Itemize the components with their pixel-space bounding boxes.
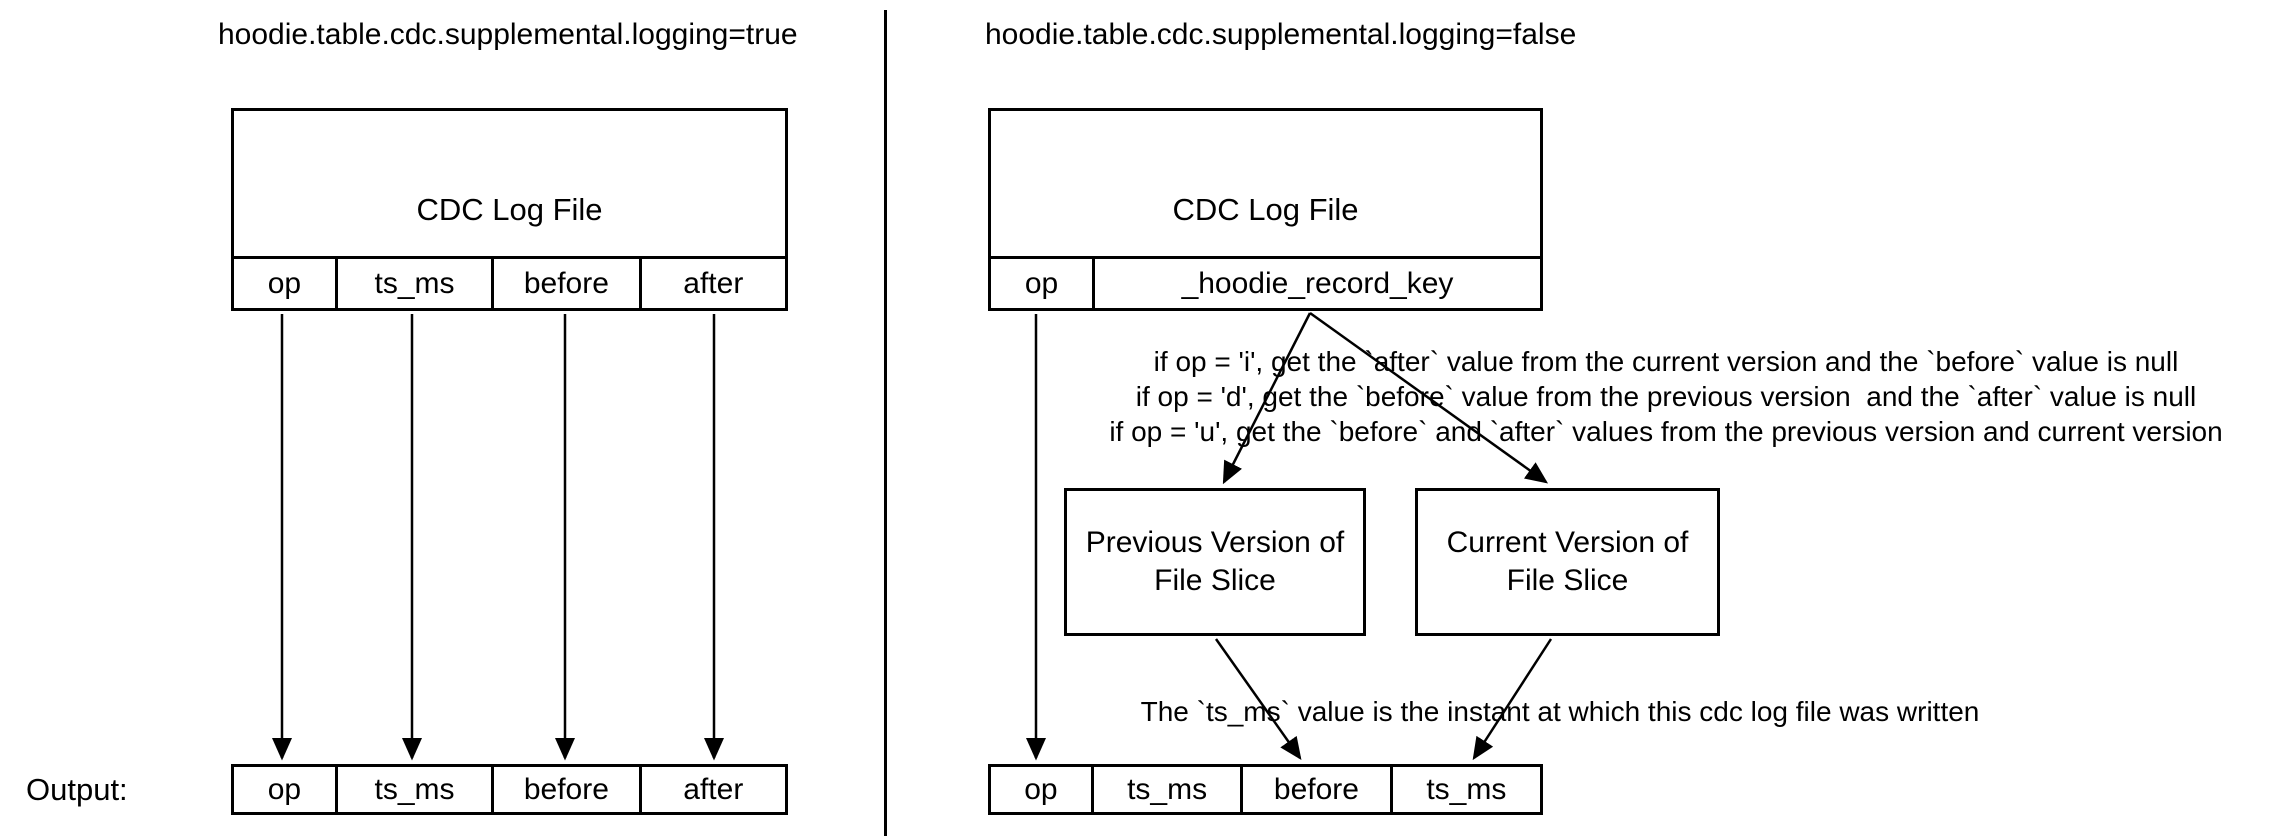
right-cdc-log-file-box: CDC Log File op _hoodie_record_key [988, 108, 1543, 311]
ts-ms-note-text: The `ts_ms` value is the instant at whic… [1140, 696, 1980, 727]
left-output-before: before [491, 767, 638, 812]
right-col-op: op [1024, 266, 1059, 300]
left-output-after: after [638, 767, 785, 812]
op-rules-text: if op = 'i', get the `after` value from … [1026, 344, 2278, 449]
left-output-ts-ms: ts_ms [334, 767, 491, 812]
previous-version-file-slice-box: Previous Version of File Slice [1064, 488, 1366, 636]
right-cdc-log-file-title: CDC Log File [991, 111, 1540, 259]
right-output-op: op [1024, 772, 1058, 806]
op-rule-delete: if op = 'd', get the `before` value from… [1135, 381, 2197, 412]
left-col-before: before [491, 259, 638, 308]
op-rule-insert: if op = 'i', get the `after` value from … [1153, 346, 2179, 377]
right-output-before: before [1240, 767, 1389, 812]
left-output-row: op ts_ms before after [231, 764, 788, 815]
right-config-title: hoodie.table.cdc.supplemental.logging=fa… [985, 18, 1577, 51]
right-output-ts-ms-2: ts_ms [1389, 767, 1540, 812]
right-col-hoodie-record-key: _hoodie_record_key [1092, 259, 1540, 308]
current-version-file-slice-box: Current Version of File Slice [1415, 488, 1720, 636]
output-label: Output: [26, 771, 128, 807]
left-cdc-log-file-box: CDC Log File op ts_ms before after [231, 108, 788, 311]
op-rule-update: if op = 'u', get the `before` and `after… [1109, 416, 2223, 447]
left-cdc-log-file-title: CDC Log File [234, 111, 785, 259]
left-col-op: op [267, 266, 302, 300]
left-cdc-columns-row: op ts_ms before after [234, 259, 785, 308]
panel-divider-line [884, 10, 887, 836]
left-col-ts-ms: ts_ms [334, 259, 491, 308]
left-col-after: after [638, 259, 785, 308]
left-config-title: hoodie.table.cdc.supplemental.logging=tr… [218, 18, 798, 51]
right-cdc-columns-row: op _hoodie_record_key [991, 259, 1540, 308]
left-output-op: op [267, 772, 302, 806]
right-output-row: op ts_ms before ts_ms [988, 764, 1543, 815]
right-output-ts-ms: ts_ms [1090, 767, 1240, 812]
